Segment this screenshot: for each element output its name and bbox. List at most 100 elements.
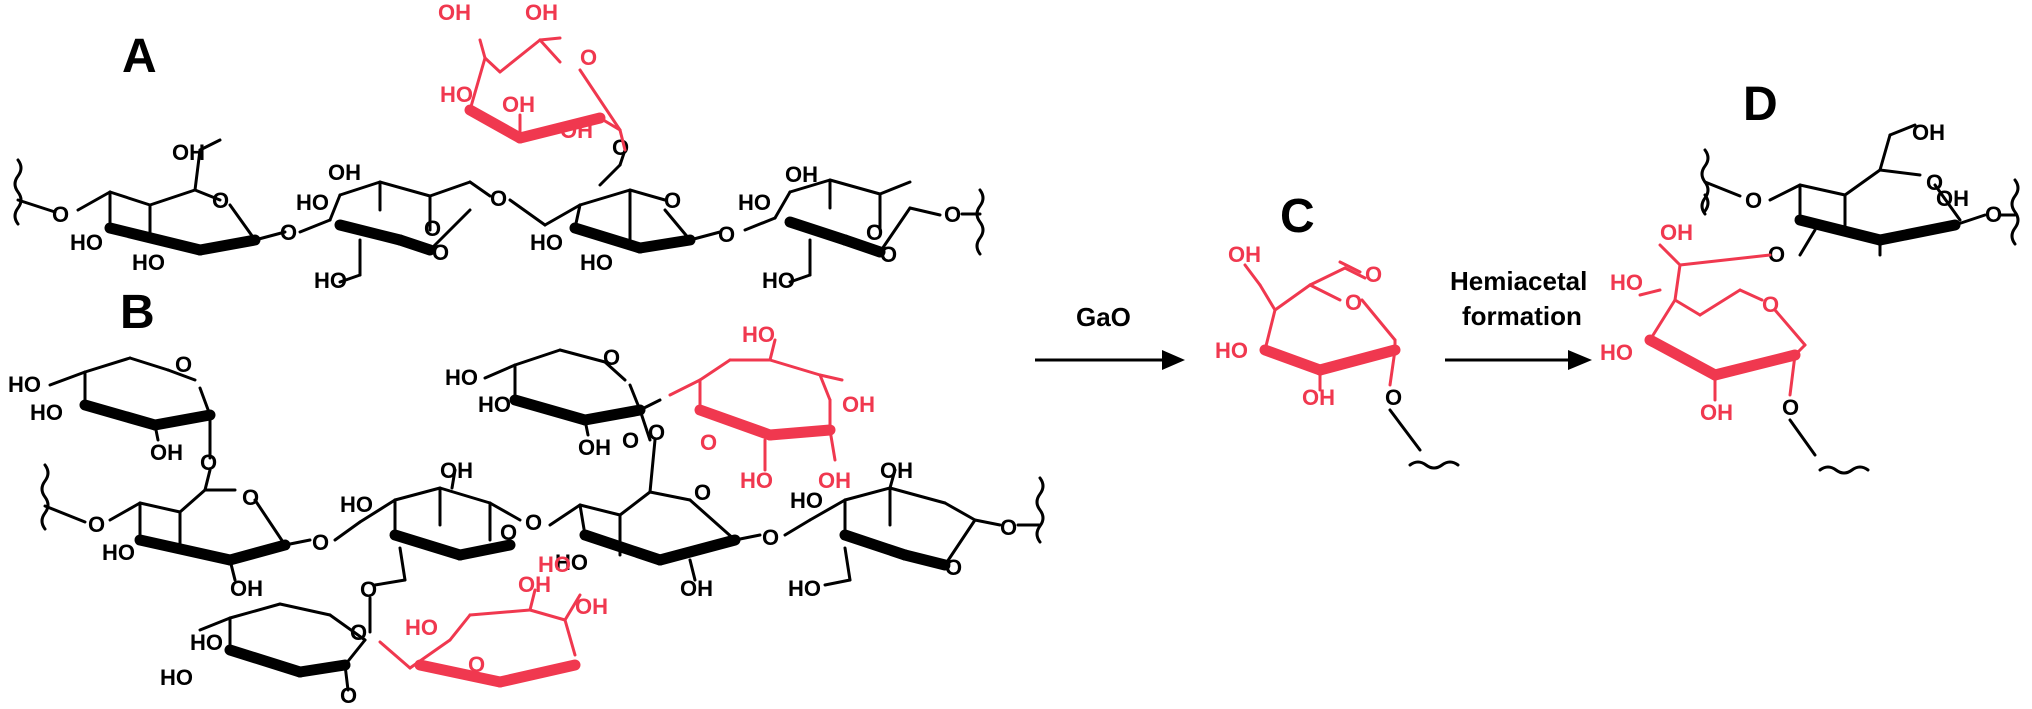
svg-text:O: O [1000,515,1017,540]
svg-text:HO: HO [70,230,103,255]
svg-text:HO: HO [580,250,613,275]
panel-label-a: A [122,30,157,83]
svg-text:O: O [280,220,297,245]
svg-text:O: O [718,222,735,247]
svg-text:O: O [500,520,517,545]
svg-text:HO: HO [530,230,563,255]
svg-text:O: O [424,216,441,241]
svg-text:O: O [580,45,597,70]
panel-label-c: C [1280,190,1315,243]
panel-label-b: B [120,286,155,339]
structure-b-xylose-2: HO HO O OH O [445,345,662,460]
svg-text:O: O [1745,188,1762,213]
svg-text:O: O [866,220,883,245]
svg-text:HO: HO [478,392,511,417]
svg-text:O: O [1768,242,1785,267]
svg-text:HO: HO [132,250,165,275]
svg-text:OH: OH [150,440,183,465]
svg-text:HO: HO [160,665,193,690]
svg-text:O: O [242,485,259,510]
svg-text:OH: OH [575,594,608,619]
svg-text:O: O [1365,262,1382,287]
svg-text:OH: OH [525,0,558,25]
svg-text:HO: HO [314,268,347,293]
structure-b-ring-4: HO OH O HO O [783,458,1017,601]
reaction-arrow-2: Hemiacetal formation [1445,266,1592,370]
structure-a-galactose-branch: OH OH O HO OH OH [438,0,627,152]
reaction-arrow-1: GaO [1035,302,1185,370]
svg-text:O: O [175,352,192,377]
svg-text:O: O [360,577,377,602]
svg-text:OH: OH [560,118,593,143]
reaction-arrow-2-label-line2: formation [1462,301,1582,331]
svg-text:O: O [1385,385,1402,410]
structure-a-ring-1: OH O HO HO O [70,138,297,275]
svg-text:O: O [945,555,962,580]
svg-text:OH: OH [502,92,535,117]
panel-label-d: D [1743,78,1778,131]
svg-text:O: O [762,525,779,550]
svg-text:O: O [603,345,620,370]
reaction-arrow-2-label-line1: Hemiacetal [1450,266,1587,296]
structure-b-ring-3: HO O OH O O [548,420,779,601]
svg-text:O: O [490,186,507,211]
svg-text:O: O [700,430,717,455]
svg-text:OH: OH [1912,120,1945,145]
svg-text:O: O [1926,170,1943,195]
svg-text:HO: HO [340,492,373,517]
svg-text:HO: HO [740,468,773,493]
svg-text:HO: HO [790,488,823,513]
structure-c: OH O O HO OH O [1215,242,1460,470]
svg-text:HO: HO [296,190,329,215]
svg-text:HO: HO [738,190,771,215]
svg-text:HO: HO [788,576,821,601]
structure-a: O OH O HO HO O [13,0,985,293]
svg-text:OH: OH [230,576,263,601]
svg-text:HO: HO [445,365,478,390]
svg-text:O: O [622,428,639,453]
reaction-arrow-1-label: GaO [1076,302,1131,332]
svg-text:OH: OH [1700,400,1733,425]
structure-d: O OH O OH O O [1600,120,2020,475]
structure-a-ring-2: HO OH O O HO O [296,160,507,293]
svg-text:HO: HO [1610,270,1643,295]
svg-text:OH: OH [880,458,913,483]
svg-text:OH: OH [438,0,471,25]
structure-a-ring-3: O O HO HO O [508,135,735,275]
svg-text:HO: HO [405,615,438,640]
svg-text:OH: OH [440,458,473,483]
structure-b: HO HO O OH O O O HO OH O [8,322,1045,708]
svg-text:OH: OH [1228,242,1261,267]
svg-text:OH: OH [1936,186,1969,211]
svg-text:OH: OH [328,160,361,185]
svg-text:HO: HO [440,82,473,107]
svg-text:OH: OH [818,468,851,493]
svg-text:HO: HO [555,550,588,575]
svg-text:O: O [612,135,629,160]
svg-text:O: O [880,242,897,267]
svg-text:O: O [664,188,681,213]
svg-text:OH: OH [172,140,205,165]
svg-text:O: O [88,512,105,537]
structure-b-xylose-1: HO HO O OH O [8,352,217,475]
svg-text:HO: HO [190,630,223,655]
svg-text:HO: HO [742,322,775,347]
structure-b-galactose-1: O HO OH HO OH [668,322,875,493]
svg-text:O: O [1782,395,1799,420]
svg-text:O: O [525,510,542,535]
structure-b-ring-1: O HO OH O [102,468,329,601]
svg-text:O: O [350,620,367,645]
svg-text:HO: HO [1215,338,1248,363]
svg-text:OH: OH [1302,385,1335,410]
svg-text:O: O [468,652,485,677]
svg-text:O: O [312,530,329,555]
svg-text:O: O [1345,290,1362,315]
svg-text:O: O [1762,292,1779,317]
svg-text:O: O [340,683,357,708]
svg-text:HO: HO [8,372,41,397]
svg-text:O: O [200,450,217,475]
svg-text:OH: OH [1660,220,1693,245]
svg-text:O: O [648,420,665,445]
svg-text:HO: HO [30,400,63,425]
